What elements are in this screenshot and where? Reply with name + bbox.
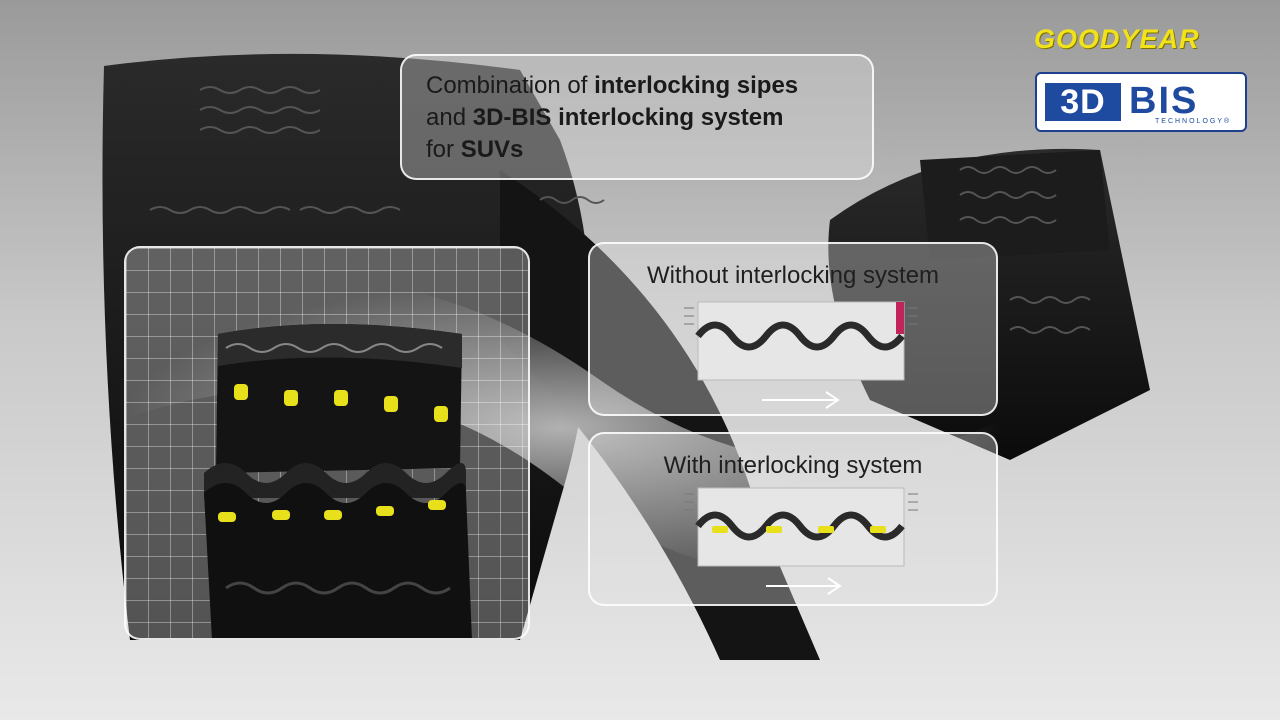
- 3d-bis-logo: 3D BIS TECHNOLOGY®: [1035, 72, 1247, 132]
- tread-block-illustration: [204, 324, 472, 638]
- right-arrow-icon: [766, 577, 842, 595]
- 3d-badge: 3D: [1045, 83, 1121, 121]
- tread-block-closeup-panel: [124, 246, 530, 640]
- with-interlocking-diagram: [684, 487, 918, 595]
- without-interlocking-label: Without interlocking system: [646, 262, 940, 289]
- without-interlocking-diagram: [684, 301, 918, 409]
- bis-text: BIS: [1129, 80, 1199, 122]
- with-interlocking-label: With interlocking system: [663, 452, 923, 479]
- right-arrow-icon: [762, 391, 840, 409]
- title-panel: Combination of interlocking sipes and 3D…: [400, 54, 874, 180]
- goodyear-logo: GOODYEAR: [1034, 24, 1200, 54]
- title-emphasis: SUVs: [460, 136, 524, 163]
- with-interlocking-panel: With interlocking system: [588, 432, 998, 606]
- title-line-1: Combination of interlocking sipes: [426, 70, 848, 102]
- without-interlocking-panel: Without interlocking system: [588, 242, 998, 416]
- title-emphasis: interlocking sipes: [594, 72, 799, 99]
- title-text: for: [426, 136, 461, 163]
- technology-text: TECHNOLOGY®: [1155, 118, 1232, 125]
- title-emphasis: 3D-BIS interlocking system: [472, 104, 784, 131]
- title-text: Combination of: [426, 72, 595, 99]
- title-line-3: for SUVs: [426, 134, 848, 166]
- title-line-2: and 3D-BIS interlocking system: [426, 102, 848, 134]
- title-text: and: [426, 104, 473, 131]
